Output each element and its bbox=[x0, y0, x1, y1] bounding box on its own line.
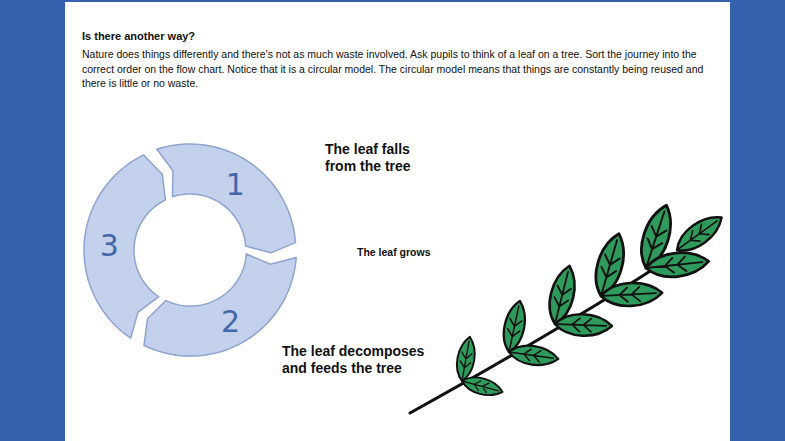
segment-shape bbox=[82, 153, 167, 340]
step-number: 1 bbox=[226, 170, 245, 200]
heading: Is there another way? bbox=[82, 29, 195, 43]
step-label: The leaf grows bbox=[357, 246, 467, 259]
segment-outline bbox=[144, 254, 296, 356]
intro-paragraph: Nature does things differently and there… bbox=[82, 47, 722, 91]
segment-outline bbox=[84, 155, 165, 338]
segment-outline bbox=[157, 144, 295, 253]
cycle-segment: 1 bbox=[155, 142, 297, 255]
cycle-segment: 3 bbox=[82, 153, 167, 340]
segment-shape bbox=[142, 252, 298, 358]
cycle-segment: 2 bbox=[142, 252, 298, 358]
step-label: The leaf decomposes and feeds the tree bbox=[282, 343, 442, 377]
step-number: 3 bbox=[100, 231, 119, 261]
step-label: The leaf falls from the tree bbox=[325, 141, 437, 175]
step-number: 2 bbox=[221, 307, 240, 337]
